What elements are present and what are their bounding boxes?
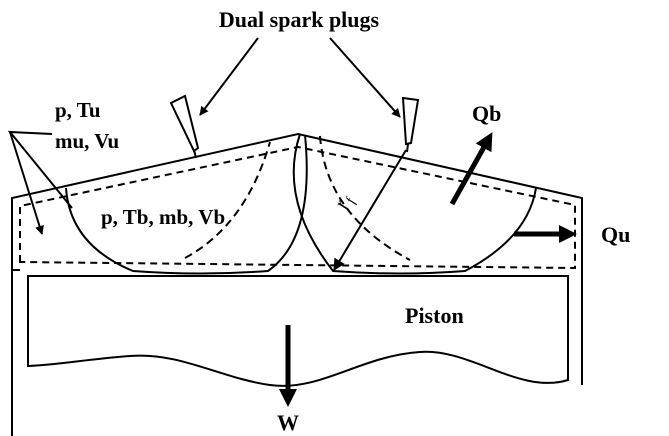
heat-loss-unburned-label: Qu [601, 222, 630, 247]
flame-front-left-dashed [184, 141, 271, 259]
unburned-state-label-2: mu, Vu [55, 129, 120, 153]
cylinder-head-outline [11, 132, 583, 272]
chamber-boundary-dashed [19, 145, 576, 270]
flame-front-right-dashed [319, 135, 411, 261]
work-label: W [277, 410, 299, 435]
heat-loss-burned-label: Qb [472, 101, 501, 126]
dual-spark-plugs-label: Dual spark plugs [219, 7, 380, 32]
flame-radius-label: rf [328, 190, 359, 214]
heat-loss-burned-arrow [449, 132, 493, 206]
spark-plug-pointer-left [199, 37, 259, 116]
flame-front-right [292, 133, 537, 275]
unburned-state-label-1: p, Tu [55, 98, 101, 122]
burned-state-label: p, Tb, mb, Vb [101, 205, 225, 229]
unburned-pointer-arrow [9, 131, 44, 235]
flame-radius-arrow [333, 149, 407, 272]
piston-body [27, 275, 569, 387]
spark-plug-pointer-right [329, 37, 401, 118]
spark-plug-right [401, 96, 420, 153]
piston-label: Piston [405, 303, 464, 328]
spark-plug-left [169, 94, 200, 159]
